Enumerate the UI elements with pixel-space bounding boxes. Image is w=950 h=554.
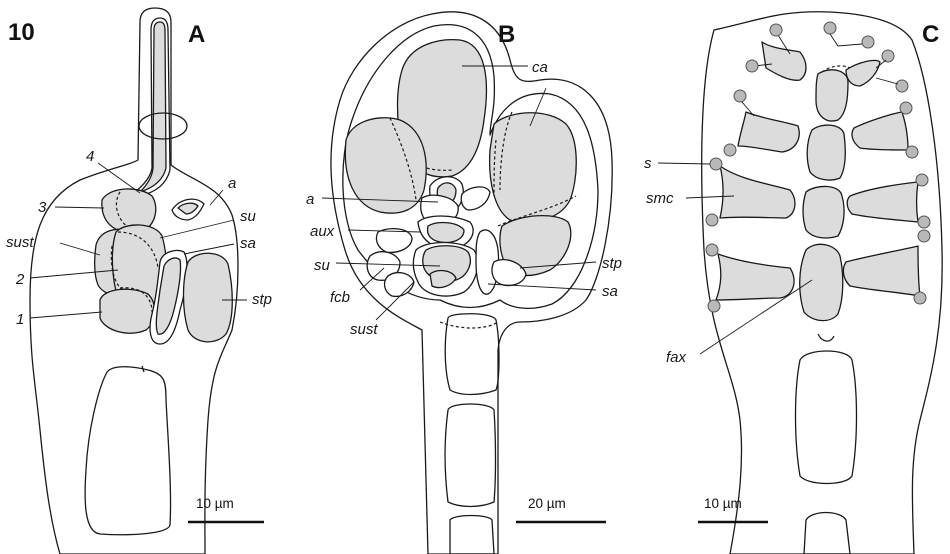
panel-a-stp [184, 253, 233, 342]
label-c-fax: fax [666, 349, 687, 366]
figure-number: 10 [8, 19, 35, 46]
label-b-ca: ca [532, 59, 548, 76]
panel-c-letter: C [922, 21, 939, 48]
sphere [770, 24, 782, 36]
smc-cell [847, 182, 918, 222]
scale-label-b: 20 µm [528, 496, 566, 511]
sphere [906, 146, 918, 158]
smc-cell [716, 254, 794, 300]
sphere [882, 50, 894, 62]
smc-cell [762, 42, 806, 80]
panel-c-axial-1 [816, 70, 848, 121]
panel-c-fax-cell [800, 244, 843, 320]
sphere [708, 300, 720, 312]
sphere [724, 144, 736, 156]
sphere [706, 214, 718, 226]
panel-c-lower-cell-1 [796, 351, 857, 484]
label-a-2: 2 [15, 271, 25, 288]
label-b-sust: sust [350, 321, 378, 338]
panel-b-letter: B [498, 21, 515, 48]
sphere [862, 36, 874, 48]
sphere [914, 292, 926, 304]
panel-a-letter: A [188, 21, 205, 48]
label-a-1: 1 [16, 311, 24, 328]
sphere [706, 244, 718, 256]
smc-cell [846, 60, 880, 86]
sphere [824, 22, 836, 34]
sphere [746, 60, 758, 72]
label-a-3: 3 [38, 199, 47, 216]
label-b-stp: stp [602, 255, 622, 272]
panel-b-lower-cell-3 [450, 516, 494, 554]
label-c-s: s [644, 155, 652, 172]
sphere [896, 80, 908, 92]
panel-b-lower-cell-2 [445, 404, 496, 507]
sphere [734, 90, 746, 102]
panel-c: C [644, 12, 942, 554]
smc-cell [843, 246, 920, 296]
label-b-sa: sa [602, 283, 618, 300]
panel-c-lower-cell-2 [804, 513, 850, 554]
panel-c-axial-3 [803, 186, 844, 238]
sphere [916, 174, 928, 186]
panel-c-axial-2 [807, 125, 845, 180]
label-b-aux: aux [310, 223, 335, 240]
sphere [918, 216, 930, 228]
smc-cell [738, 112, 799, 152]
smc-cell [720, 166, 795, 218]
label-c-smc: smc [646, 190, 674, 207]
sphere [900, 102, 912, 114]
panel-b-ca-right [490, 113, 577, 222]
smc-cell [852, 112, 908, 150]
label-b-su: su [314, 257, 331, 274]
panel-a: 10 A [6, 8, 272, 554]
label-a-stp: stp [252, 291, 272, 308]
label-b-a: a [306, 191, 314, 208]
scale-label-a: 10 µm [196, 496, 234, 511]
label-a-a: a [228, 175, 236, 192]
label-a-sust: sust [6, 234, 34, 251]
panel-b: B [306, 12, 622, 554]
label-a-sa: sa [240, 235, 256, 252]
label-a-4: 4 [86, 148, 94, 165]
panel-a-vacuole [85, 367, 170, 535]
sphere [710, 158, 722, 170]
label-a-su: su [240, 208, 257, 225]
label-b-fcb: fcb [330, 289, 350, 306]
sphere [918, 230, 930, 242]
scale-label-c: 10 µm [704, 496, 742, 511]
